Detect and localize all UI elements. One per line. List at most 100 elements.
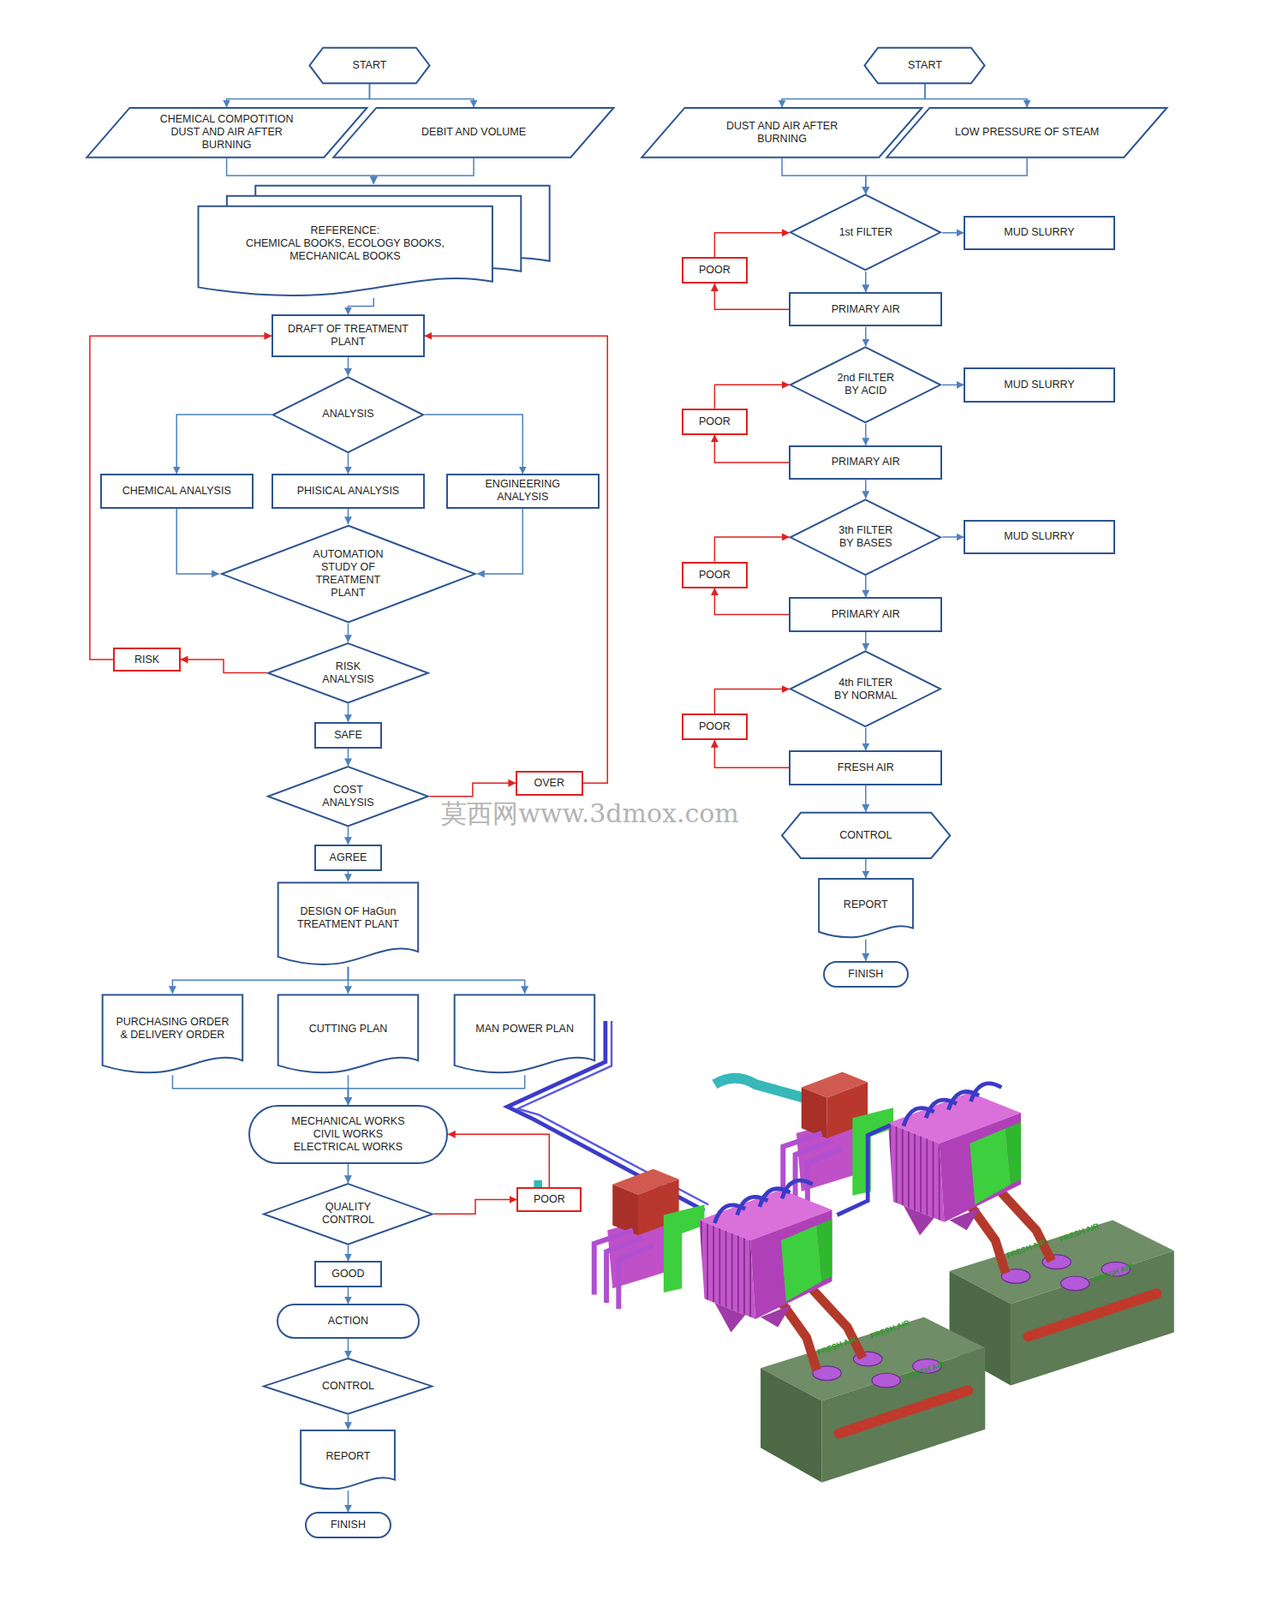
decision-diamond: COST ANALYSIS — [266, 765, 430, 828]
flow-connector — [347, 357, 350, 376]
flow-connector — [172, 1074, 348, 1105]
text-block: POOR — [698, 720, 731, 734]
document-box: DESIGN OF HaGun TREATMENT PLANT — [276, 881, 420, 967]
node-text: QUALITY CONTROL — [312, 1200, 384, 1227]
part-label: FRESH AIR — [816, 1334, 859, 1357]
status-box: POOR — [681, 561, 747, 589]
decision-diamond: 1st FILTER — [788, 193, 943, 272]
text-block: MUD SLURRY — [1003, 226, 1075, 239]
process-box: MUD SLURRY — [963, 215, 1115, 251]
terminal-pill: ACTION — [276, 1303, 420, 1339]
node-text: DRAFT OF TREATMENT PLANT — [279, 322, 418, 349]
text-block: CONTROL — [839, 829, 892, 842]
process-box: MUD SLURRY — [963, 367, 1115, 403]
text-block: LOW PRESSURE OF STEAM — [954, 125, 1099, 139]
shape-outline — [268, 643, 429, 703]
flow-connector — [89, 335, 272, 660]
status-box: OVER — [515, 770, 584, 796]
node-text: ENGINEERING ANALYSIS — [471, 477, 574, 504]
flow-connector — [865, 939, 867, 961]
process-box: GOOD — [314, 1260, 382, 1288]
shape-outline — [221, 525, 476, 623]
process-box: FRESH AIR — [788, 750, 943, 786]
flow-connector — [714, 537, 789, 562]
text-block: REFERENCE:CHEMICAL BOOKS, ECOLOGY BOOKS,… — [227, 224, 463, 263]
text-block: ENGINEERING ANALYSIS — [471, 477, 574, 504]
flow-connector — [347, 1163, 350, 1183]
flow-connector — [424, 335, 608, 783]
flow-connector — [714, 739, 789, 768]
flow-connector — [865, 423, 867, 446]
document-box: CUTTING PLAN — [276, 993, 420, 1075]
text-block: ANALYSIS — [322, 407, 374, 421]
flow-connector — [714, 435, 789, 463]
part-label: FRESH AIR — [1005, 1237, 1048, 1260]
flow-connector — [942, 232, 964, 234]
node-text: FINISH — [330, 1518, 366, 1532]
node-text: PHISICAL ANALYSIS — [297, 484, 400, 498]
node-text: PURCHASING ORDER & DELIVERY ORDER — [111, 1015, 234, 1042]
process-box: PRIMARY AIR — [788, 292, 943, 328]
flow-connector — [865, 271, 867, 293]
shape-outline — [790, 651, 941, 728]
shape-outline — [790, 499, 941, 575]
text-block: RISK — [134, 653, 160, 667]
flow-connector — [714, 384, 789, 408]
flow-connector — [477, 508, 523, 574]
text-block: CONTROL — [322, 1379, 375, 1393]
flow-connector — [347, 966, 525, 994]
shape-outline — [334, 107, 615, 158]
node-text: MAN POWER PLAN — [475, 1022, 574, 1036]
flow-connector — [172, 966, 348, 994]
node-text: PRIMARY AIR — [831, 608, 901, 621]
process-box: AGREE — [314, 844, 382, 872]
text-block: FRESH AIR — [837, 761, 895, 775]
node-text: PRIMARY AIR — [831, 303, 901, 317]
node-text: RISK — [134, 653, 160, 667]
process-box: DRAFT OF TREATMENT PLANT — [271, 314, 425, 358]
shape-outline — [278, 882, 419, 965]
part-label: FRESH AIR — [1058, 1221, 1101, 1244]
text-block: REPORT — [326, 1450, 371, 1463]
decision-diamond: AUTOMATION STUDY OF TREATMENT PLANT — [219, 524, 478, 624]
text-block: ACTION — [328, 1314, 369, 1328]
illustration-part — [507, 1020, 1174, 1483]
flow-connector — [434, 1199, 517, 1215]
node-text: COST ANALYSIS — [317, 783, 380, 810]
text-block: START — [907, 59, 943, 72]
part-label: FRESH AIR — [869, 1318, 912, 1341]
decision-diamond: 4th FILTER BY NORMAL — [788, 650, 943, 729]
node-text: RISK ANALYSIS — [317, 660, 380, 687]
text-block: MECHANICAL WORKS CIVIL WORKS ELECTRICAL … — [281, 1115, 415, 1154]
shape-outline — [790, 346, 941, 423]
process-box: ENGINEERING ANALYSIS — [446, 473, 600, 509]
node-text: ANALYSIS — [322, 407, 374, 421]
flow-connector — [369, 83, 474, 108]
process-box: SAFE — [314, 722, 382, 749]
text-block: POOR — [698, 568, 731, 582]
terminal-pill: FINISH — [304, 1511, 391, 1539]
node-text: CHEMICAL COMPOTITION DUST AND AIR AFTER … — [149, 113, 304, 152]
shape-outline — [790, 195, 941, 271]
flow-connector — [714, 283, 789, 310]
decision-diamond: CONTROL — [262, 1357, 434, 1415]
flow-connector — [781, 158, 866, 195]
input-parallelogram: CHEMICAL COMPOTITION DUST AND AIR AFTER … — [83, 107, 370, 159]
node-text: MUD SLURRY — [1003, 226, 1075, 239]
text-block: AGREE — [329, 851, 368, 865]
flow-connector — [865, 858, 867, 878]
text-block: MUD SLURRY — [1003, 530, 1075, 544]
decision-diamond: QUALITY CONTROL — [262, 1182, 435, 1246]
document-box: REPORT — [817, 877, 914, 940]
node-text: DUST AND AIR AFTER BURNING — [705, 119, 860, 146]
flow-connector — [347, 1287, 350, 1304]
flow-connector — [429, 782, 516, 797]
shape-outline — [102, 994, 244, 1073]
text-block: POOR — [698, 415, 731, 429]
terminal-hexagon: START — [308, 47, 431, 84]
shape-outline — [273, 376, 424, 453]
node-text: MUD SLURRY — [1003, 530, 1075, 544]
flow-connector — [347, 453, 350, 474]
